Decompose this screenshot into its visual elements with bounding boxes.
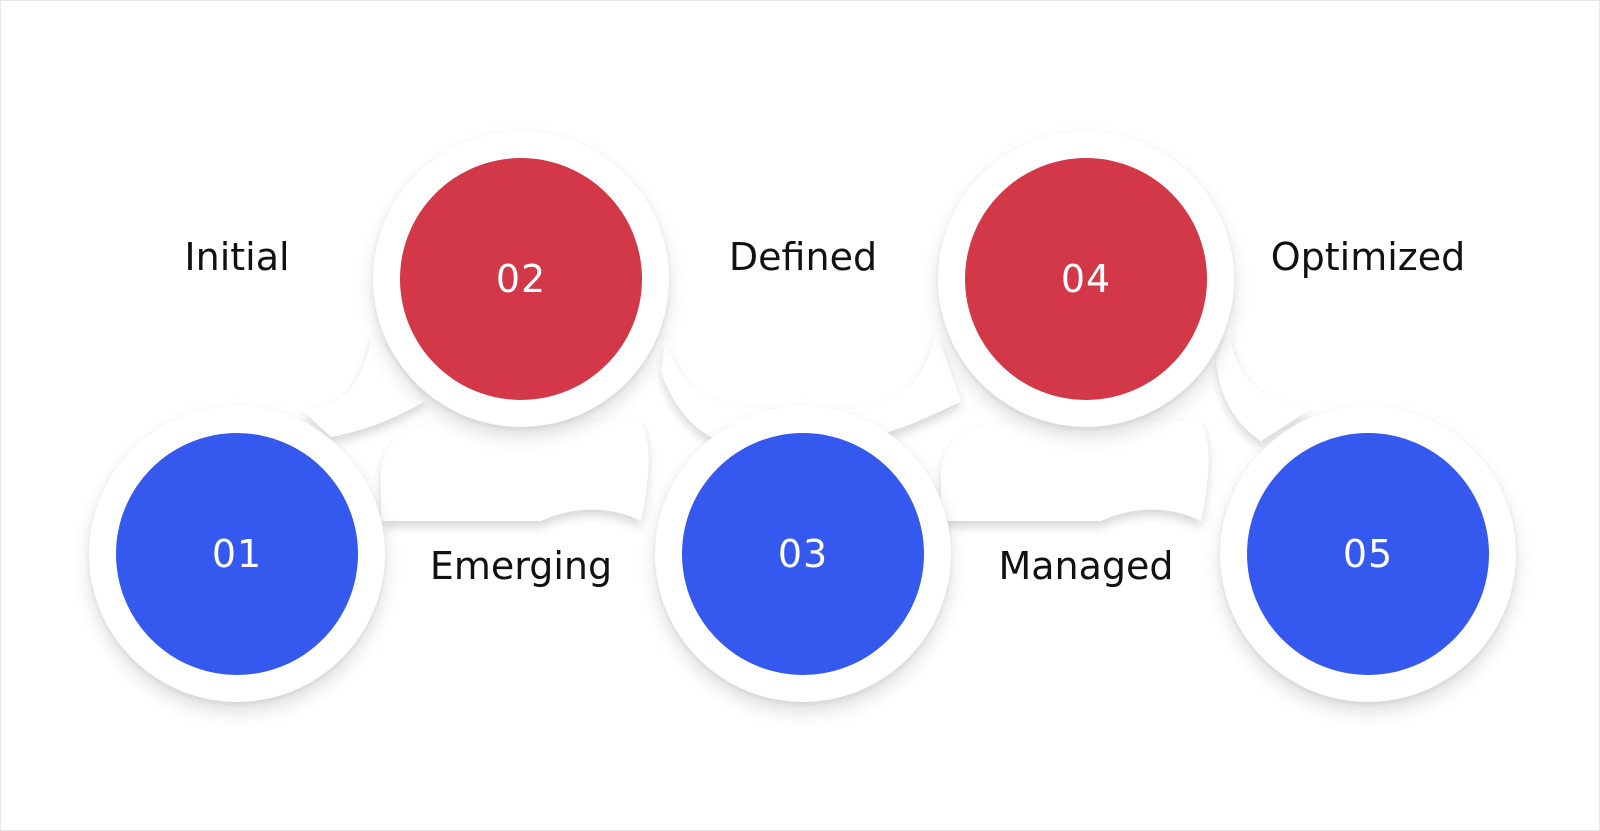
connector-04-05: [941, 420, 1209, 521]
stage-number: 04: [1060, 257, 1112, 301]
stage-04-label: Managed: [998, 544, 1174, 588]
stage-number: 03: [777, 532, 829, 576]
connector-03-04: [661, 331, 961, 441]
stage-02-label: Emerging: [429, 544, 613, 588]
stage-03-circle: 03: [682, 433, 924, 675]
connector-02-03: [381, 420, 649, 521]
stage-number: 02: [495, 257, 547, 301]
stage-01-circle: 01: [116, 433, 358, 675]
stage-02-circle: 02: [400, 158, 642, 400]
stage-number: 05: [1342, 532, 1394, 576]
connector-01-02: [301, 331, 425, 437]
stage-05-label: Optimized: [1270, 235, 1466, 279]
stage-01-label: Initial: [184, 235, 290, 279]
stage-05-circle: 05: [1247, 433, 1489, 675]
connector-05-tail: [1216, 331, 1311, 441]
stage-number: 01: [211, 532, 263, 576]
stage-04-circle: 04: [965, 158, 1207, 400]
stage-03-label: Defined: [728, 235, 878, 279]
